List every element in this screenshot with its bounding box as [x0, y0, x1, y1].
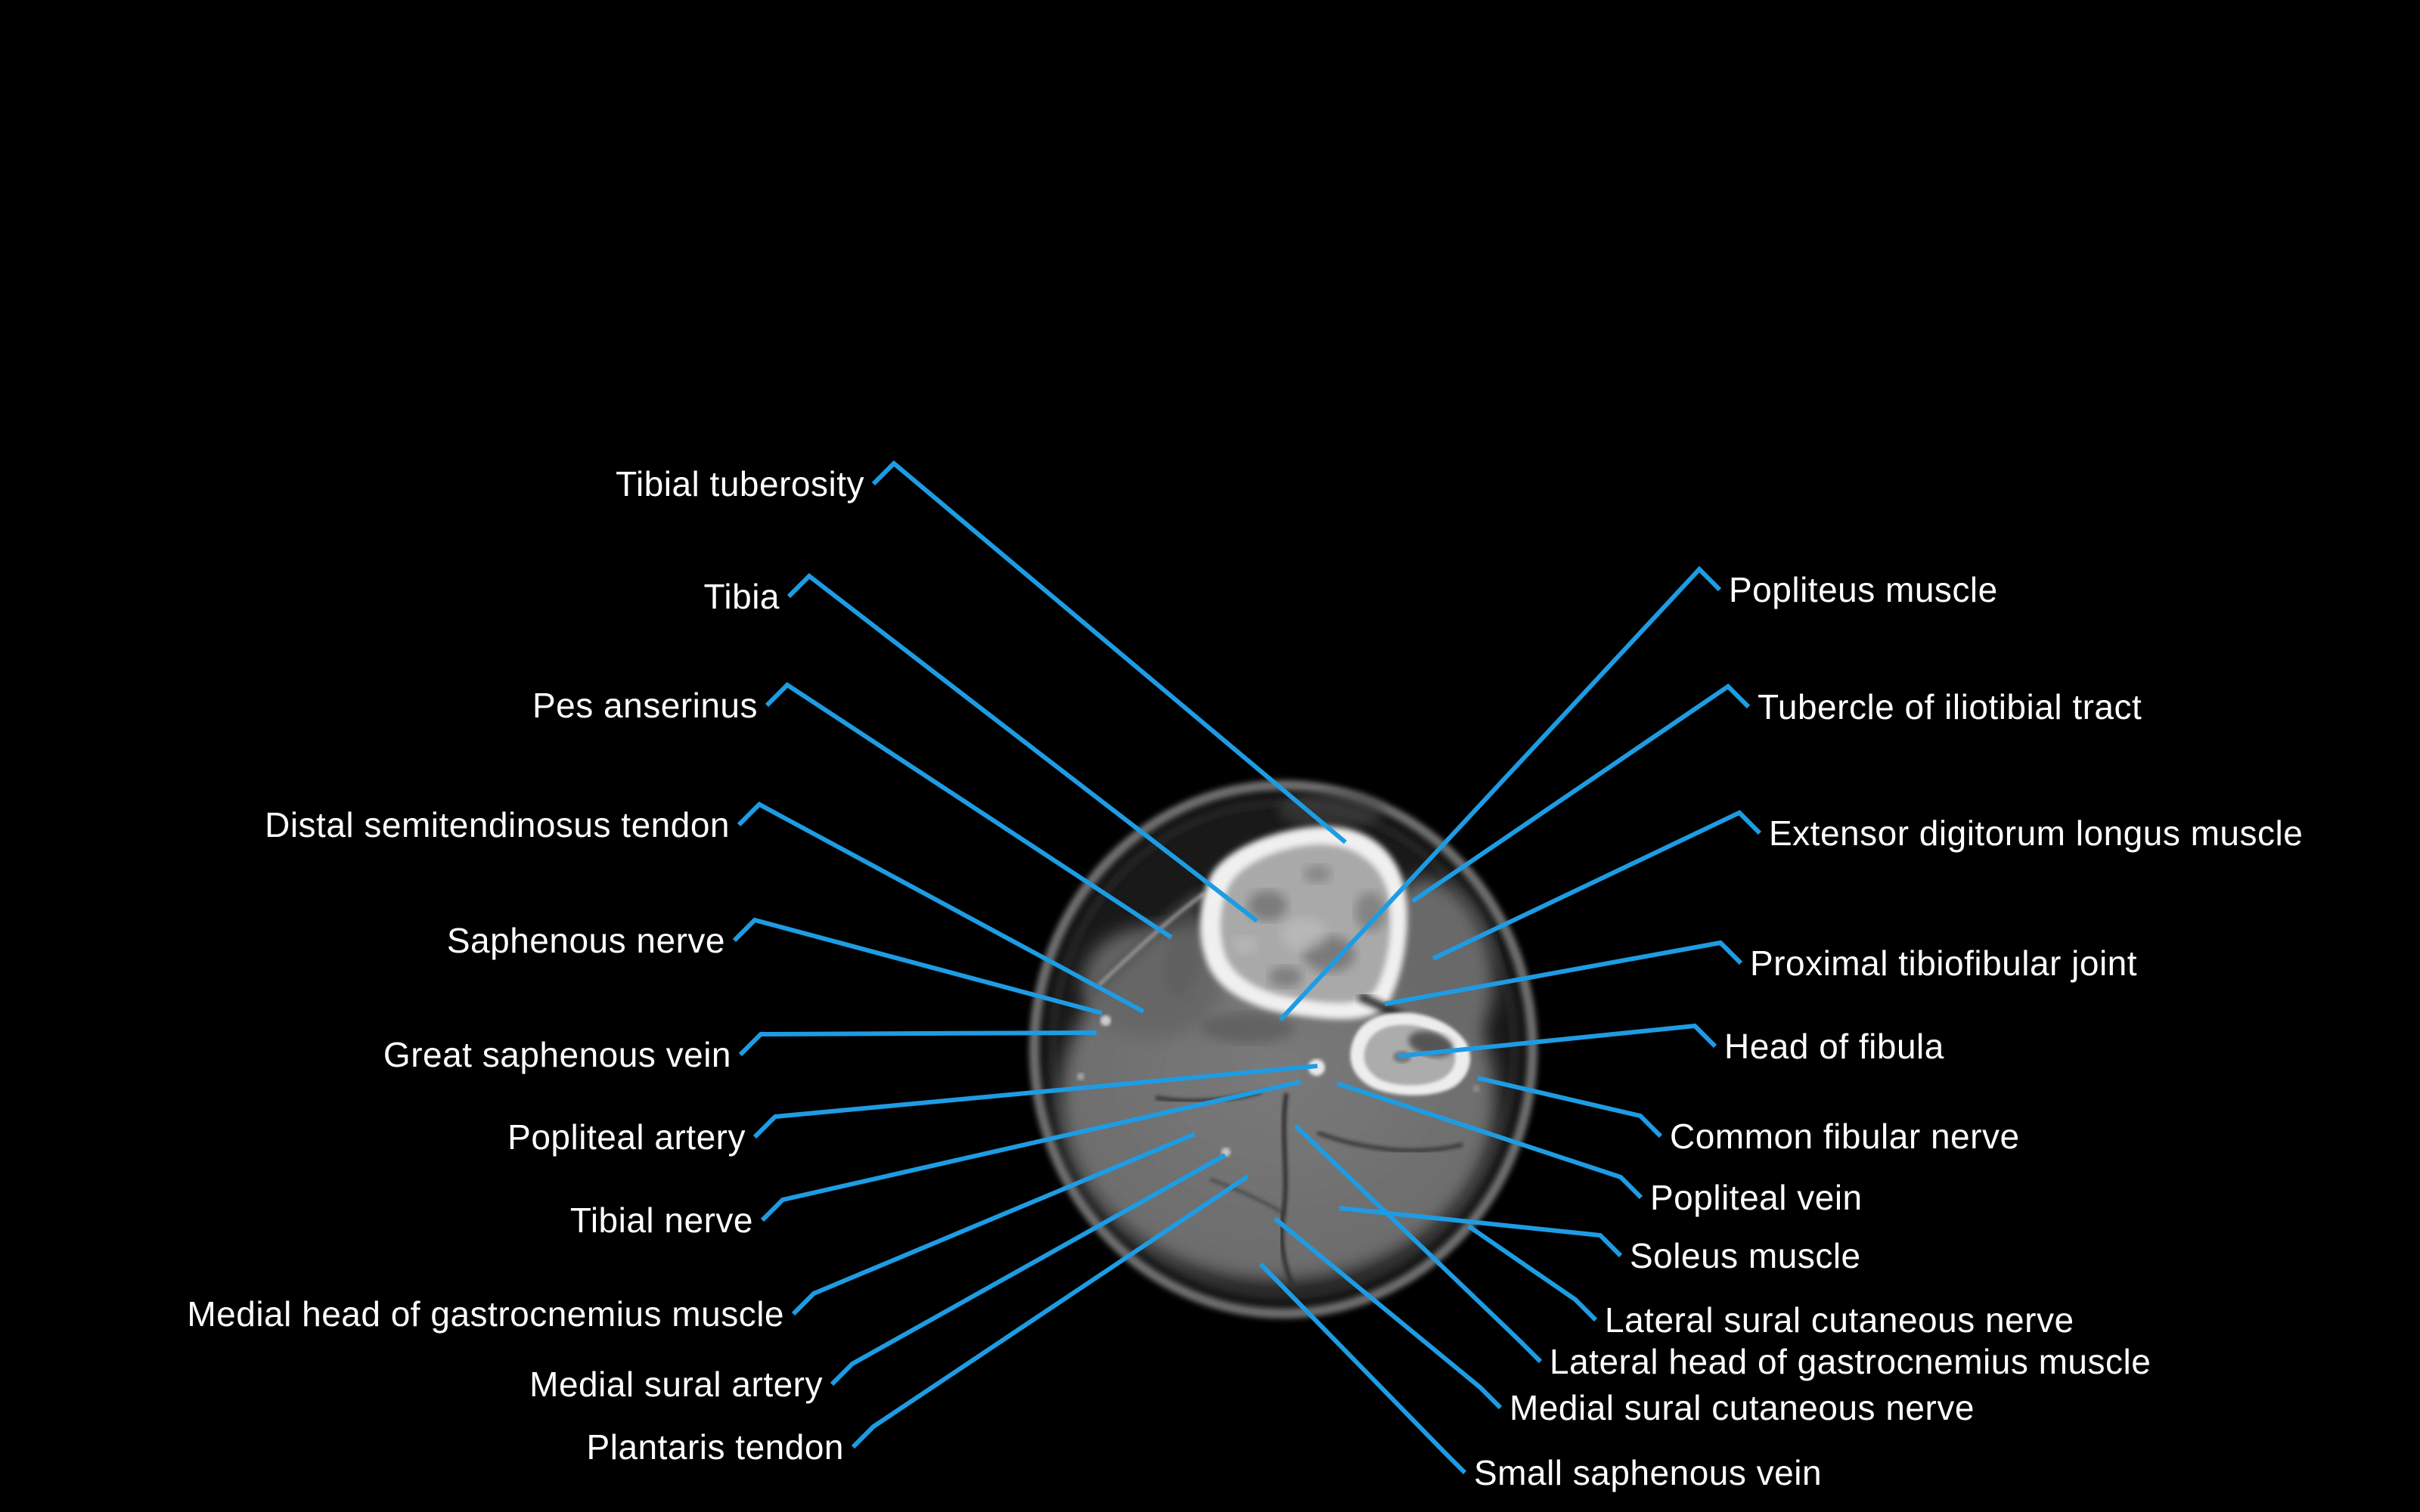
extensor-digitorum-longus-muscle-leader-line [1432, 810, 1762, 961]
proximal-tibiofibular-joint-leader-line [1384, 940, 1743, 1006]
tibial-nerve-label: Tibial nerve [570, 1201, 753, 1240]
medial-head-of-gastrocnemius-muscle-leader-line [791, 1132, 1196, 1316]
soleus-muscle-leader-line [1339, 1206, 1623, 1258]
popliteus-muscle-label: Popliteus muscle [1729, 570, 1998, 609]
popliteal-vein-label: Popliteal vein [1650, 1178, 1863, 1217]
ct-noise-overlay [1035, 786, 1531, 1312]
popliteal-artery-label: Popliteal artery [507, 1117, 746, 1157]
head-of-fibula-label: Head of fibula [1724, 1027, 1944, 1066]
popliteal-artery-leader-line [752, 1064, 1318, 1139]
medial-sural-cutaneous-nerve-leader-line [1274, 1216, 1503, 1410]
tubercle-of-iliotibial-tract-leader-line [1411, 683, 1751, 903]
tibia-leader-line [786, 573, 1258, 923]
popliteal-vein-leader-line [1336, 1081, 1643, 1200]
proximal-tibiofibular-joint-label: Proximal tibiofibular joint [1750, 943, 2137, 983]
extensor-digitorum-longus-muscle-label: Extensor digitorum longus muscle [1769, 813, 2303, 853]
lateral-head-of-gastrocnemius-muscle-leader-line [1293, 1123, 1543, 1364]
great-saphenous-vein-leader-line [738, 1030, 1097, 1057]
tubercle-of-iliotibial-tract-label: Tubercle of iliotibial tract [1758, 687, 2142, 727]
distal-semitendinosus-tendon-leader-line [737, 801, 1145, 1014]
tibial-tuberosity-leader-line [871, 460, 1347, 844]
saphenous-nerve-leader-line [732, 917, 1103, 1015]
great-saphenous-vein-label: Great saphenous vein [383, 1035, 731, 1074]
plantaris-tendon-leader-line [851, 1174, 1249, 1449]
soleus-muscle-label: Soleus muscle [1630, 1236, 1861, 1275]
common-fibular-nerve-leader-line [1477, 1076, 1663, 1139]
small-saphenous-vein-leader-line [1258, 1262, 1467, 1475]
leader-lines-layer [732, 460, 1762, 1475]
medial-sural-cutaneous-nerve-label: Medial sural cutaneous nerve [1509, 1388, 1975, 1427]
popliteus-muscle-leader-line [1278, 565, 1722, 1022]
lateral-sural-cutaneous-nerve-label: Lateral sural cutaneous nerve [1605, 1300, 2074, 1340]
distal-semitendinosus-tendon-label: Distal semitendinosus tendon [265, 805, 730, 844]
tibia-label: Tibia [704, 577, 780, 616]
lateral-head-of-gastrocnemius-muscle-label: Lateral head of gastrocnemius muscle [1550, 1342, 2151, 1381]
common-fibular-nerve-label: Common fibular nerve [1670, 1117, 2020, 1156]
medial-sural-artery-leader-line [830, 1153, 1227, 1387]
tibial-tuberosity-label: Tibial tuberosity [616, 464, 864, 503]
lateral-sural-cutaneous-nerve-leader-line [1467, 1224, 1598, 1322]
pes-anserinus-leader-line [765, 682, 1173, 940]
small-saphenous-vein-label: Small saphenous vein [1474, 1453, 1822, 1492]
plantaris-tendon-label: Plantaris tendon [587, 1427, 844, 1467]
medial-head-of-gastrocnemius-muscle-label: Medial head of gastrocnemius muscle [187, 1294, 784, 1334]
pes-anserinus-label: Pes anserinus [532, 686, 758, 725]
saphenous-nerve-label: Saphenous nerve [447, 921, 725, 960]
head-of-fibula-leader-line [1398, 1023, 1717, 1058]
tibial-nerve-leader-line [760, 1080, 1302, 1222]
medial-sural-artery-label: Medial sural artery [529, 1365, 823, 1404]
